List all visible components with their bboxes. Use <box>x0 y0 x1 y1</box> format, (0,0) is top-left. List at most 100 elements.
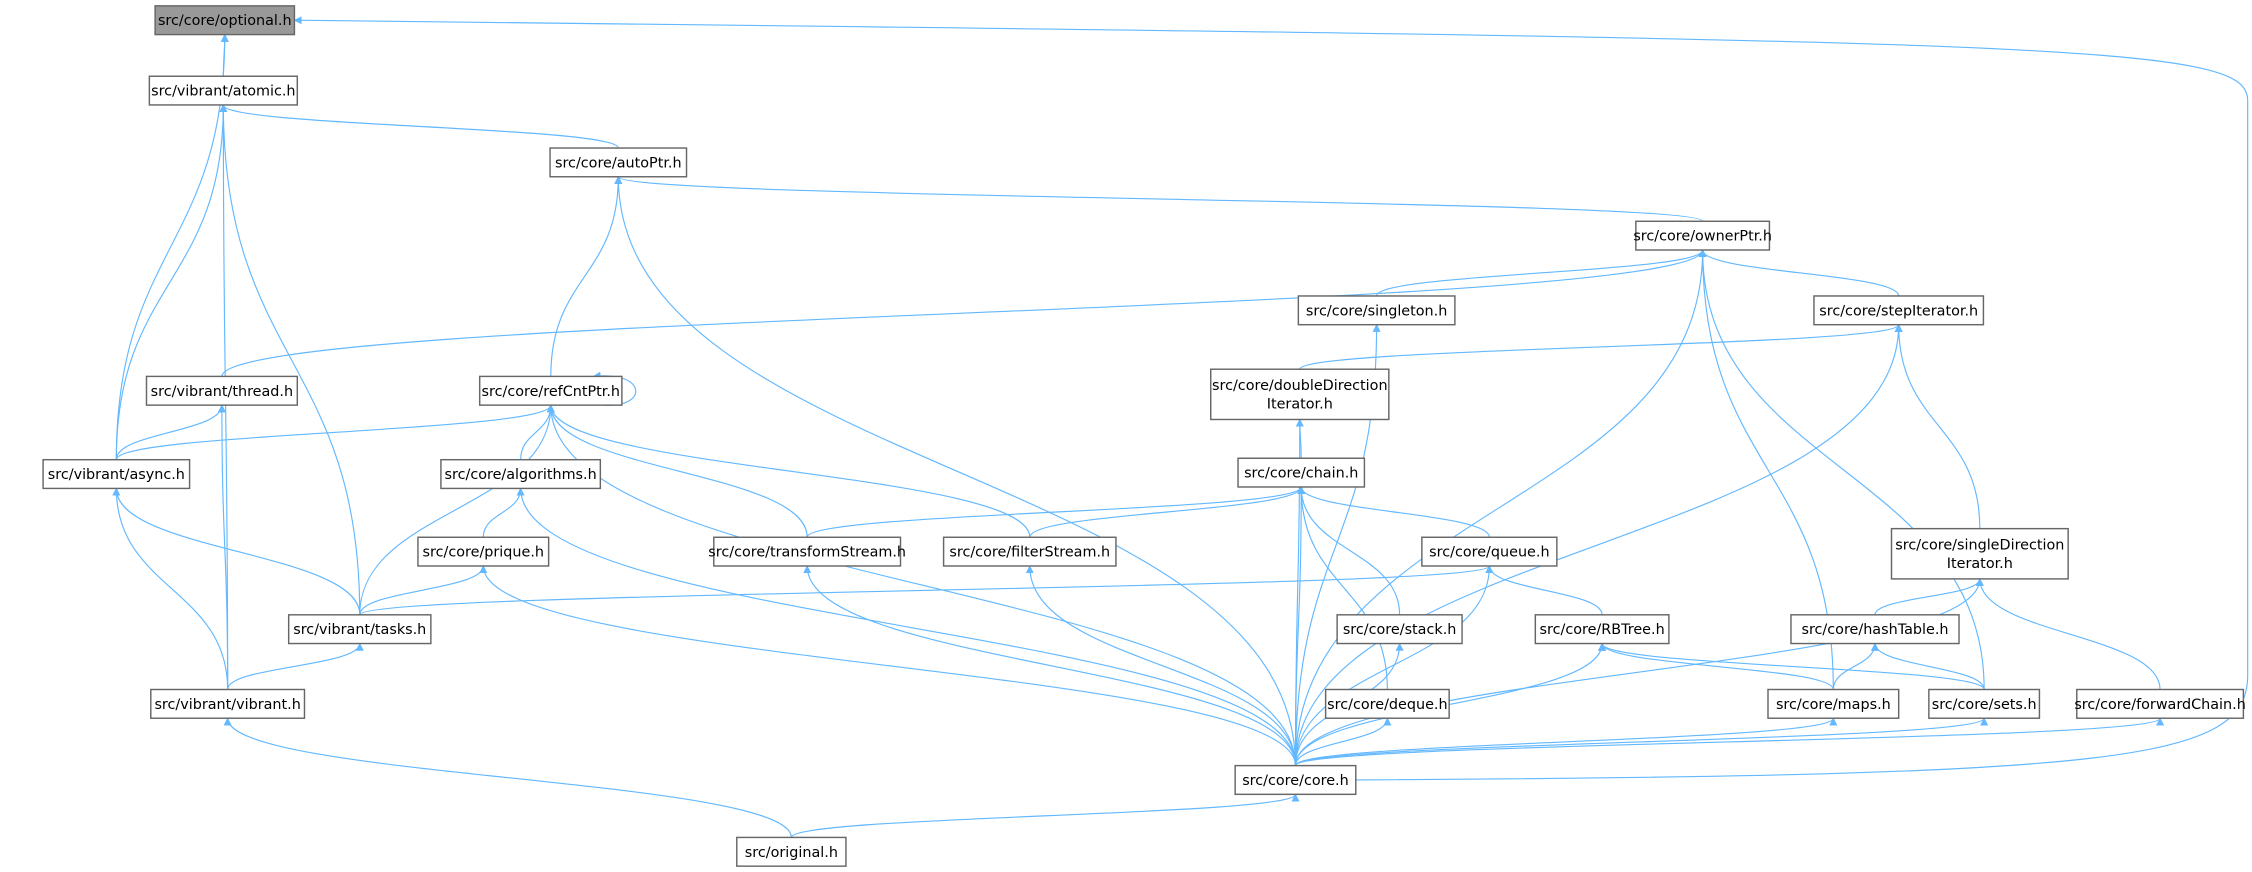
node-box <box>154 5 296 36</box>
node-box <box>42 458 191 490</box>
edge-singleton-to-ownerPtr <box>1376 249 1707 297</box>
edge-forwardChain-to-singleDir <box>1975 578 2161 690</box>
node-label: src/core/maps.h <box>1776 697 1891 713</box>
node-label: src/original.h <box>745 845 838 861</box>
node-filterStream[interactable]: src/core/filterStream.h <box>942 536 1117 567</box>
node-label: Iterator.h <box>1267 397 1333 413</box>
node-tasks[interactable]: src/vibrant/tasks.h <box>287 614 432 645</box>
edge-original-to-vibrant <box>223 717 792 838</box>
edge-async-to-optional <box>115 33 229 460</box>
node-RBTree[interactable]: src/core/RBTree.h <box>1534 614 1670 645</box>
node-box <box>1928 688 2041 719</box>
node-async[interactable]: src/vibrant/async.h <box>42 458 191 490</box>
node-box <box>1336 614 1463 645</box>
node-box <box>145 375 299 406</box>
node-stepIterator[interactable]: src/core/stepIterator.h <box>1813 295 1985 326</box>
node-label: src/core/stack.h <box>1343 622 1457 638</box>
edge-prique-to-algorithms <box>482 487 525 538</box>
node-chain[interactable]: src/core/chain.h <box>1237 457 1366 488</box>
edge-core-to-chain <box>1294 486 1306 766</box>
edge-singleDir-to-stepIterator <box>1894 323 1981 529</box>
edge-core-to-deque <box>1294 717 1392 766</box>
edge-async-to-refCntPtr <box>115 404 555 460</box>
node-box <box>1324 688 1450 719</box>
edge-filterStream-to-chain <box>1029 486 1306 538</box>
node-label: src/vibrant/async.h <box>48 467 185 483</box>
node-refCntPtr[interactable]: src/core/refCntPtr.h <box>478 375 623 406</box>
edge-core-to-prique <box>479 565 1297 766</box>
edge-deque-to-chain <box>1297 486 1388 690</box>
edge-core-to-algorithms <box>516 487 1297 766</box>
node-ownerPtr[interactable]: src/core/ownerPtr.h <box>1633 220 1772 251</box>
node-autoPtr[interactable]: src/core/autoPtr.h <box>549 147 688 178</box>
node-algorithms[interactable]: src/core/algorithms.h <box>440 458 602 490</box>
edge-tasks-to-async <box>112 487 361 615</box>
node-label: src/core/prique.h <box>423 545 544 561</box>
node-prique[interactable]: src/core/prique.h <box>417 536 550 567</box>
node-atomic[interactable]: src/vibrant/atomic.h <box>148 75 299 106</box>
edge-core-to-ownerPtr <box>1294 249 1707 766</box>
edge-core-to-filterStream <box>1025 565 1297 766</box>
edge-tasks-to-atomic <box>219 104 361 615</box>
node-box <box>150 688 306 719</box>
node-maps[interactable]: src/core/maps.h <box>1767 688 1900 719</box>
node-box <box>148 75 299 106</box>
node-transformStream[interactable]: src/core/transformStream.h <box>708 536 906 567</box>
node-singleton[interactable]: src/core/singleton.h <box>1297 295 1456 326</box>
edge-filterStream-to-refCntPtr <box>546 404 1031 538</box>
node-vibrant[interactable]: src/vibrant/vibrant.h <box>150 688 306 719</box>
node-optional[interactable]: src/core/optional.h <box>154 5 296 36</box>
node-label: src/core/deque.h <box>1327 697 1447 713</box>
edge-ownerPtr-to-autoPtr <box>614 175 1704 222</box>
node-box <box>1237 457 1366 488</box>
node-hashTable[interactable]: src/core/hashTable.h <box>1790 614 1960 645</box>
edge-queue-to-chain <box>1297 486 1490 538</box>
node-label: src/vibrant/atomic.h <box>151 84 295 100</box>
node-label: src/core/stepIterator.h <box>1819 303 1978 319</box>
edge-core-to-refCntPtr <box>546 404 1297 766</box>
edge-maps-to-RBTree <box>1598 642 1834 690</box>
edge-maps-to-hashTable <box>1832 642 1879 690</box>
node-label: src/core/filterStream.h <box>949 545 1110 561</box>
edge-sets-to-RBTree <box>1598 642 1985 690</box>
node-box <box>440 458 602 490</box>
edge-maps-to-ownerPtr <box>1698 249 1834 690</box>
edge-sets-to-ownerPtr <box>1698 249 1985 690</box>
node-box <box>417 536 550 567</box>
node-queue[interactable]: src/core/queue.h <box>1421 536 1558 567</box>
edge-vibrant-to-tasks <box>227 642 364 690</box>
node-box <box>478 375 623 406</box>
edge-tasks-to-prique <box>359 565 488 615</box>
edge-autoPtr-to-atomic <box>219 104 619 149</box>
node-sets[interactable]: src/core/sets.h <box>1928 688 2041 719</box>
node-stack[interactable]: src/core/stack.h <box>1336 614 1463 645</box>
edges-layer <box>112 16 2249 838</box>
node-box <box>736 836 847 867</box>
node-label: src/core/RBTree.h <box>1540 622 1665 638</box>
node-forwardChain[interactable]: src/core/forwardChain.h <box>2074 688 2246 719</box>
node-thread[interactable]: src/vibrant/thread.h <box>145 375 299 406</box>
node-core[interactable]: src/core/core.h <box>1234 764 1357 796</box>
edge-sets-to-hashTable <box>1871 642 1985 690</box>
edge-core-to-stepIterator <box>1294 323 1903 766</box>
edge-core-to-forwardChain <box>1294 717 2164 767</box>
edge-thread-to-ownerPtr <box>221 249 1707 377</box>
node-box <box>713 536 902 567</box>
edge-core-to-optional <box>293 16 2249 781</box>
node-label: src/core/singleton.h <box>1306 303 1447 319</box>
node-label: src/core/sets.h <box>1932 697 2037 713</box>
node-label: src/core/hashTable.h <box>1801 622 1948 638</box>
edge-stepIterator-to-ownerPtr <box>1698 249 1900 297</box>
node-label: src/vibrant/tasks.h <box>293 622 426 638</box>
edge-original-to-core <box>790 793 1300 838</box>
node-box <box>549 147 688 178</box>
node-label: src/core/doubleDirection <box>1212 378 1388 394</box>
node-box <box>1297 295 1456 326</box>
edge-refCntPtr-to-autoPtr <box>550 175 623 377</box>
node-deque[interactable]: src/core/deque.h <box>1324 688 1450 719</box>
node-box <box>2076 688 2245 719</box>
node-label: src/core/algorithms.h <box>445 467 597 483</box>
node-original[interactable]: src/original.h <box>736 836 847 867</box>
